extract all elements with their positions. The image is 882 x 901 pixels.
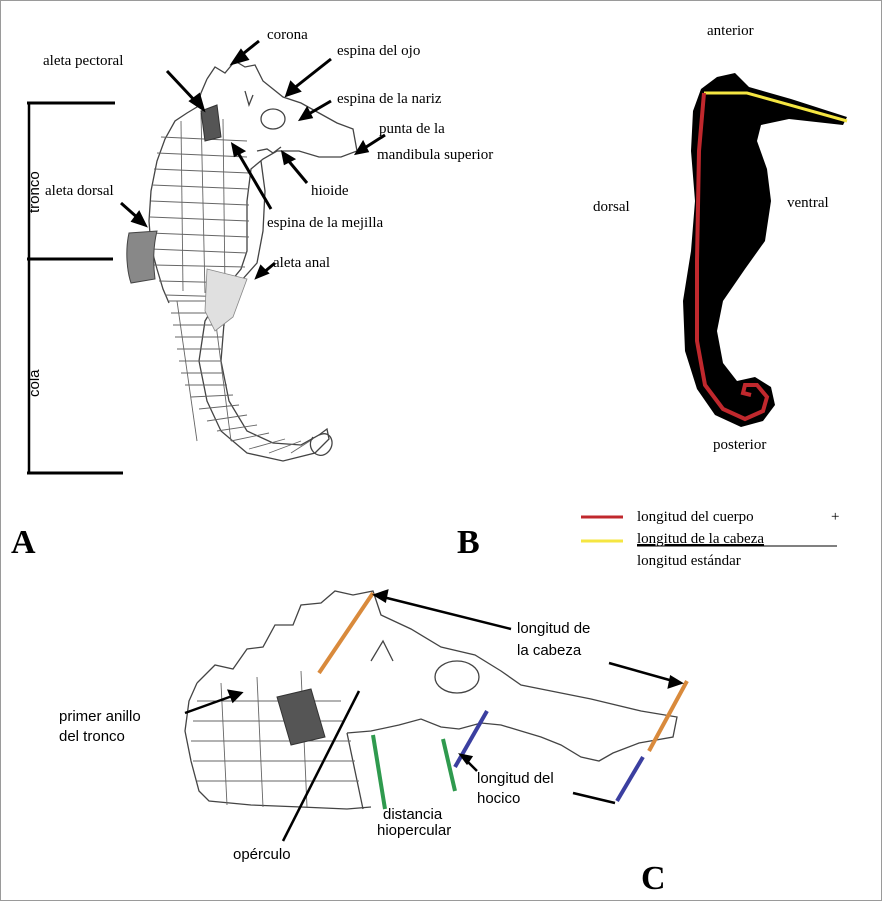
panel-a-labels: corona espina del ojo aleta pectoral esp…: [11, 27, 493, 561]
label-first-ring-1: primer anillo: [59, 708, 141, 725]
label-espina-ojo: espina del ojo: [337, 43, 420, 59]
label-snout-2: hocico: [477, 790, 520, 807]
panel-a-arrows: [121, 41, 385, 277]
panel-b-legend: longitud del cuerpo + longitud de la cab…: [581, 509, 839, 569]
head-length-start: [319, 593, 373, 673]
label-anterior: anterior: [707, 23, 754, 39]
label-hioide: hioide: [311, 183, 349, 199]
label-operculo: opérculo: [233, 846, 291, 863]
legend-head-length: longitud de la cabeza: [637, 531, 764, 547]
panel-a-letter: A: [11, 524, 36, 561]
label-posterior: posterior: [713, 437, 766, 453]
panel-c-labels: longitud de la cabeza primer anillo del …: [59, 620, 666, 897]
label-first-ring-2: del tronco: [59, 728, 125, 745]
head-length-end: [649, 681, 687, 751]
label-hioperc-1: distancia: [383, 806, 443, 823]
legend-plus: +: [831, 509, 839, 525]
legend-body-length: longitud del cuerpo: [637, 509, 754, 525]
label-punta-1: punta de la: [379, 121, 445, 137]
label-tronco: tronco: [26, 171, 43, 213]
label-corona: corona: [267, 27, 308, 43]
panel-c-arrows: [185, 591, 681, 841]
panel-c-drawing: [185, 591, 677, 809]
label-aleta-dorsal: aleta dorsal: [45, 183, 114, 199]
label-head-length-2: la cabeza: [517, 642, 582, 659]
label-cola: cola: [26, 369, 43, 397]
panel-a-brackets: [27, 103, 123, 473]
label-punta-2: mandibula superior: [377, 147, 493, 163]
label-ventral: ventral: [787, 195, 829, 211]
label-aleta-pectoral: aleta pectoral: [43, 53, 123, 69]
label-espina-mejilla: espina de la mejilla: [267, 215, 384, 231]
label-aleta-anal: aleta anal: [273, 255, 330, 271]
panel-b-letter: B: [457, 524, 480, 561]
snout-end: [617, 757, 643, 801]
label-head-length-1: longitud de: [517, 620, 590, 637]
label-espina-nariz: espina de la nariz: [337, 91, 442, 107]
label-hioperc-2: hiopercular: [377, 822, 451, 839]
panel-c-letter: C: [641, 860, 666, 897]
panel-b-silhouette: [683, 73, 847, 427]
legend-standard-length: longitud estándar: [637, 553, 741, 569]
label-snout-1: longitud del: [477, 770, 554, 787]
label-dorsal: dorsal: [593, 199, 630, 215]
hioperc-b: [443, 739, 455, 791]
hioperc-a: [373, 735, 385, 809]
